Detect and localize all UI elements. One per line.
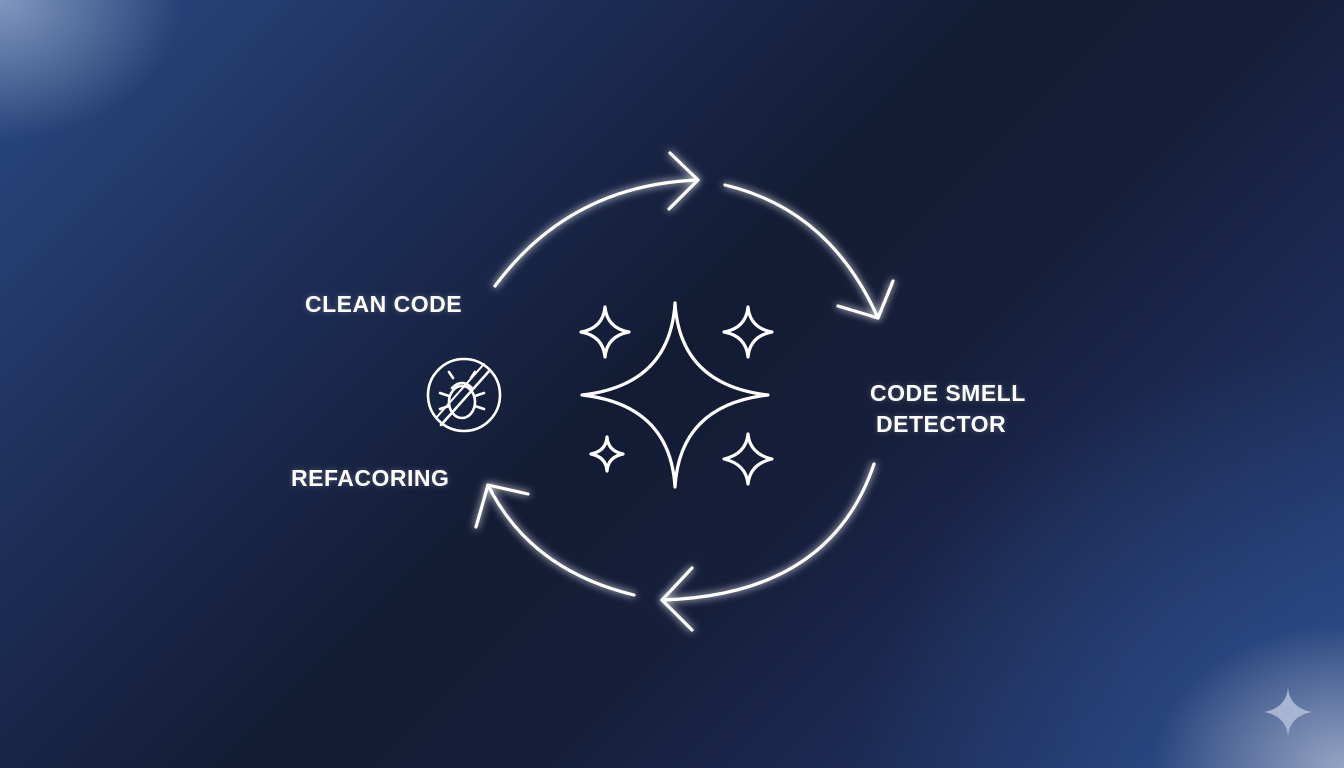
label-code-smell-line1: CODE SMELL — [870, 380, 1026, 406]
arrow-top-to-smell — [723, 183, 895, 320]
arrow-bottom-to-refactoring — [474, 483, 636, 597]
arrow-smell-to-bottom — [660, 462, 876, 632]
sparkle-icon — [1264, 688, 1312, 736]
label-code-smell-line2: DETECTOR — [876, 411, 1007, 437]
arrow-clean-to-top — [493, 151, 700, 288]
label-clean-code: CLEAN CODE — [305, 291, 463, 317]
no-bug-icon — [426, 357, 502, 433]
label-refactoring: REFACORING — [291, 465, 450, 491]
sparkles-icon — [579, 301, 774, 489]
